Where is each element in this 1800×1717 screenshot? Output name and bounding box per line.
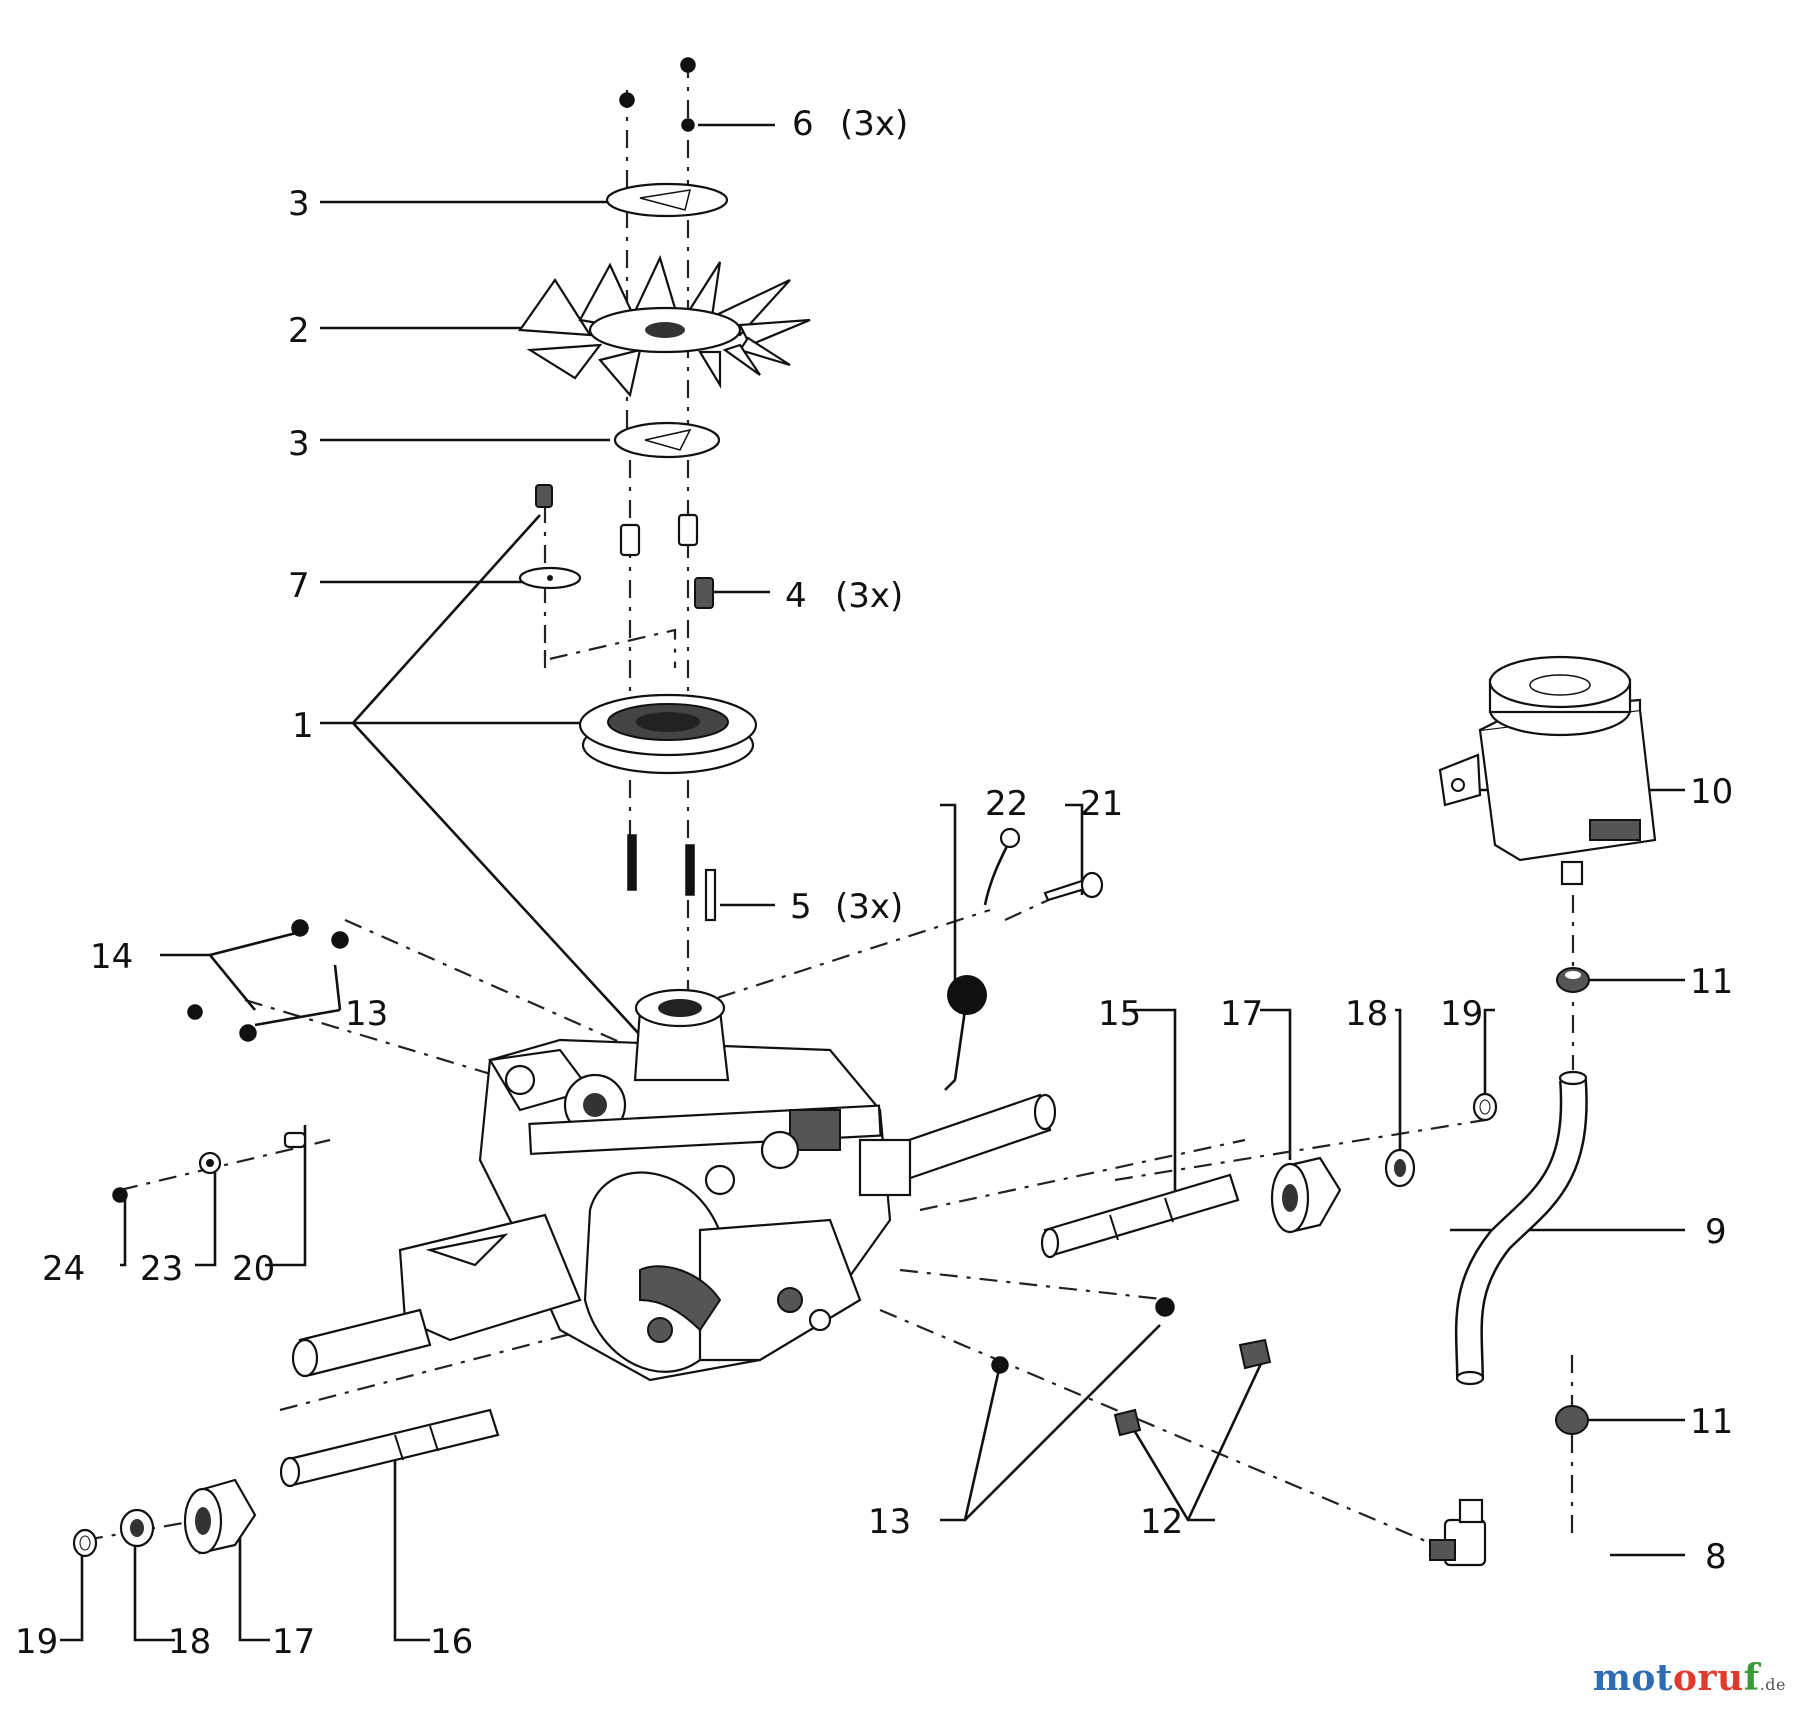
part-19-ring-right (1472, 1092, 1498, 1122)
callout-7: 7 (288, 566, 310, 606)
part-19-ring-left (72, 1528, 98, 1558)
callout-4-quantity: (3x) (835, 576, 903, 616)
callout-4: 4 (785, 576, 807, 616)
callout-9: 9 (1705, 1212, 1727, 1252)
part-15-shaft (1040, 1173, 1240, 1259)
callout-8: 8 (1705, 1537, 1727, 1577)
callout-19-left: 19 (15, 1622, 58, 1662)
leader-lines (60, 123, 1685, 1642)
part-17-bushing-left (183, 1478, 257, 1555)
callout-3-lower: 3 (288, 424, 310, 464)
part-3-upper-washer (605, 182, 729, 218)
part-18-washer-left (119, 1508, 155, 1548)
callout-15: 15 (1098, 994, 1141, 1034)
callout-11-lower: 11 (1690, 1402, 1733, 1442)
part-6-screws (619, 57, 696, 132)
part-18-washer-right (1384, 1148, 1416, 1188)
part-5-bolts (627, 834, 717, 922)
part-7-bolt-and-washer (518, 484, 582, 590)
callout-10: 10 (1690, 772, 1733, 812)
callout-5: 5 (790, 887, 812, 927)
callout-21: 21 (1080, 784, 1123, 824)
callout-3-upper: 3 (288, 184, 310, 224)
callout-22: 22 (985, 784, 1028, 824)
part-10-oil-reservoir (1438, 655, 1657, 886)
callout-11-upper: 11 (1690, 962, 1733, 1002)
callout-24: 24 (42, 1249, 85, 1289)
callout-2: 2 (288, 311, 310, 351)
part-24-23-20-small-parts (112, 1131, 307, 1203)
callout-12: 12 (1140, 1502, 1183, 1542)
callout-23: 23 (140, 1249, 183, 1289)
callout-19-right: 19 (1440, 994, 1483, 1034)
callout-14: 14 (90, 937, 133, 977)
callout-6-quantity: (3x) (840, 104, 908, 144)
callout-17-left: 17 (272, 1622, 315, 1662)
part-transaxle-housing (291, 988, 1057, 1382)
watermark-part-1: mot (1592, 1657, 1674, 1699)
callout-20: 20 (232, 1249, 275, 1289)
part-2-fan (517, 254, 811, 398)
callout-18-left: 18 (168, 1622, 211, 1662)
callout-1: 1 (292, 706, 314, 746)
callout-labels: 6 (3x) 3 2 3 7 4 (3x) 1 22 21 10 5 (3x) … (15, 104, 1733, 1662)
motoruf-watermark: motoruf.de (1593, 1657, 1786, 1699)
part-22-spring (944, 827, 1021, 1091)
part-3-lower-washer (613, 421, 721, 459)
callout-16: 16 (430, 1622, 473, 1662)
part-16-shaft (279, 1408, 500, 1488)
part-1-pulley (578, 693, 758, 775)
callout-13-lower: 13 (868, 1502, 911, 1542)
callout-17-right: 17 (1220, 994, 1263, 1034)
part-21-bolt (1043, 871, 1104, 902)
watermark-part-2: oru (1673, 1657, 1744, 1699)
callout-6: 6 (792, 104, 814, 144)
part-13-12-fasteners-lower-right (991, 1297, 1272, 1437)
part-14-13-fasteners-upper-left (187, 919, 349, 1042)
watermark-tld: .de (1759, 1675, 1786, 1694)
part-8-elbow-fitting (1429, 1498, 1487, 1567)
part-4-spacers (619, 513, 714, 609)
part-9-hose (1454, 1070, 1588, 1386)
callout-18-right: 18 (1345, 994, 1388, 1034)
part-17-bushing-right (1270, 1156, 1342, 1234)
callout-13-upper: 13 (345, 994, 388, 1034)
watermark-part-3: f (1743, 1657, 1760, 1699)
callout-5-quantity: (3x) (835, 887, 903, 927)
part-11-fittings (1555, 967, 1590, 1435)
